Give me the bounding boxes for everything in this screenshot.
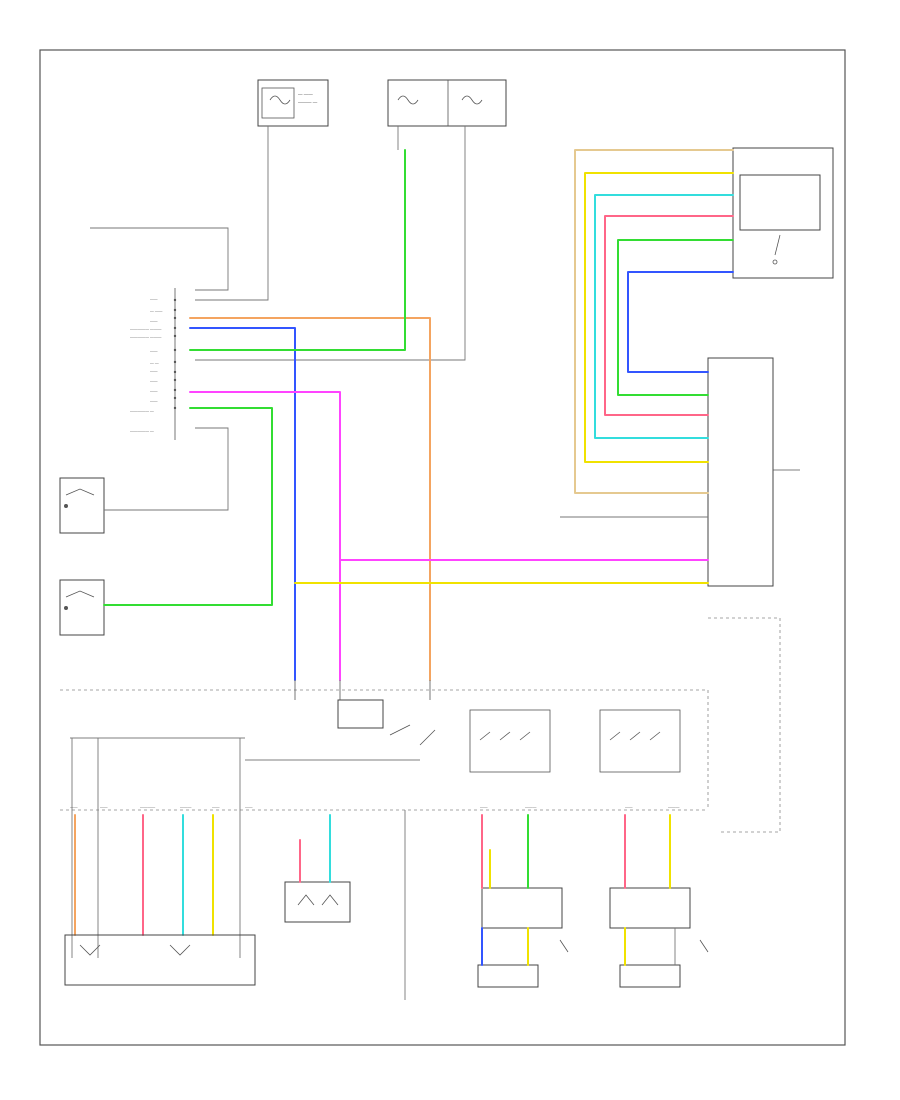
wire-blue-right xyxy=(627,271,734,373)
svg-text:——: —— xyxy=(70,805,78,809)
svg-text:——: —— xyxy=(150,369,158,373)
fuse-box-left: — —— ——— — xyxy=(257,79,329,127)
svg-text:——: —— xyxy=(100,805,108,809)
wire-green-right xyxy=(617,239,734,396)
door-lock-motor-left xyxy=(64,934,256,986)
main-power-window-switch xyxy=(60,617,781,833)
svg-text:————— ———: ————— ——— xyxy=(130,335,162,339)
svg-text:————— —: ————— — xyxy=(130,409,154,413)
svg-text:———: ——— xyxy=(668,805,680,809)
wire-yellow-right xyxy=(584,172,734,463)
wire-blue xyxy=(189,327,296,681)
svg-text:——: —— xyxy=(625,805,633,809)
wire-orange xyxy=(189,317,431,681)
switch-left-upper xyxy=(59,477,105,534)
wire-cyan-right xyxy=(594,194,734,439)
window-motor-left xyxy=(477,814,569,988)
svg-text:— ——: — —— xyxy=(150,309,163,313)
wire-tan xyxy=(574,149,734,494)
diagram-border xyxy=(39,49,846,1046)
window-switch-middle xyxy=(284,810,406,1000)
window-motor-right xyxy=(609,814,709,988)
switch-left-lower xyxy=(59,579,105,636)
door-mirror-motor xyxy=(732,147,834,279)
svg-text:——— —: ——— — xyxy=(298,100,318,105)
wire-magenta xyxy=(189,391,341,681)
svg-text:——: —— xyxy=(212,805,220,809)
front-door-lock-rh xyxy=(707,357,800,587)
svg-text:———: ——— xyxy=(180,805,192,809)
svg-text:————: ———— xyxy=(140,805,155,809)
svg-text:——: —— xyxy=(245,805,253,809)
svg-text:——: —— xyxy=(150,379,158,383)
connector-pin-column: —— — —— —— ————— ——— ————— ——— —— — — ——… xyxy=(130,288,177,440)
svg-text:———: ——— xyxy=(525,805,537,809)
bottom-left-wires xyxy=(71,738,241,958)
svg-text:————— ———: ————— ——— xyxy=(130,327,162,331)
svg-text:——: —— xyxy=(150,399,158,403)
svg-text:——: —— xyxy=(480,805,488,809)
svg-text:——: —— xyxy=(150,319,158,323)
svg-text:——: —— xyxy=(150,389,158,393)
fuse-box-middle xyxy=(387,79,507,127)
svg-text:— —: — — xyxy=(150,361,159,365)
svg-text:————— —: ————— — xyxy=(130,429,154,433)
wire-green xyxy=(189,149,406,351)
svg-text:— ——: — —— xyxy=(298,92,313,97)
wire-pink-right xyxy=(604,215,734,416)
wire-green-left xyxy=(103,407,273,606)
svg-text:——: —— xyxy=(150,297,158,301)
svg-text:——: —— xyxy=(150,349,158,353)
gray-wires xyxy=(90,126,466,511)
bottom-pin-labels: ———— ——————— ———— ————— ————— xyxy=(70,805,680,809)
